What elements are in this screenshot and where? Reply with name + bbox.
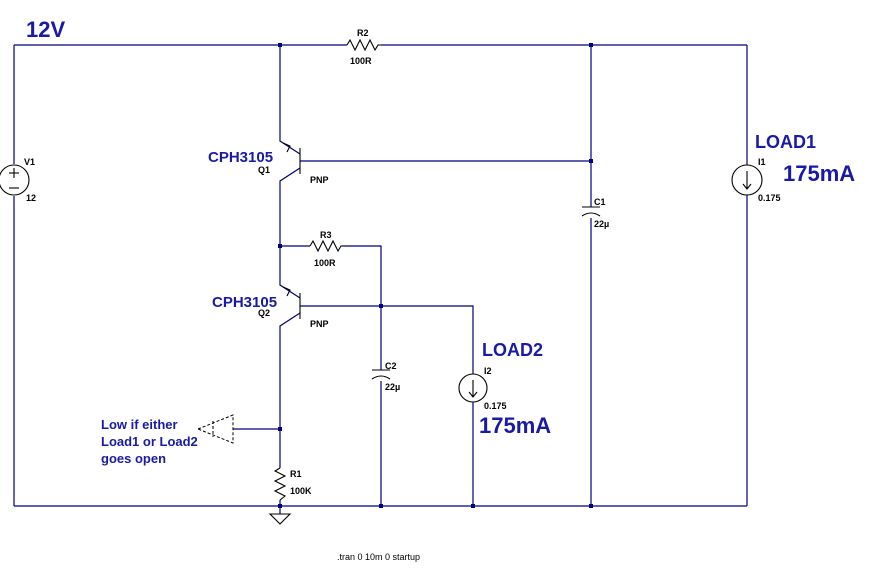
note-line-2: Load1 or Load2	[101, 434, 198, 449]
q2-part: CPH3105	[212, 294, 277, 311]
transistor-q1	[282, 142, 301, 174]
q1-type: PNP	[310, 175, 329, 185]
transistor-q2	[282, 286, 301, 319]
load2-title: LOAD2	[482, 340, 543, 360]
current-source-i1	[731, 164, 763, 196]
wires	[13, 44, 748, 514]
q2-name: Q2	[258, 308, 270, 318]
r3-name: R3	[320, 230, 332, 240]
i1-value: 0.175	[758, 193, 781, 203]
ground-symbol	[268, 513, 292, 525]
current-source-i2	[458, 373, 488, 403]
resistor-r1	[273, 467, 287, 501]
r3-value: 100R	[314, 258, 336, 268]
r2-name: R2	[357, 28, 369, 38]
capacitor-c1	[581, 206, 601, 217]
supply-label: 12V	[26, 17, 65, 42]
junction-dots	[278, 43, 593, 508]
c1-name: C1	[594, 197, 606, 207]
load1-title: LOAD1	[755, 132, 816, 152]
resistor-r2	[346, 38, 381, 52]
v1-value: 12	[26, 193, 36, 203]
load2-current: 175mA	[479, 413, 551, 438]
v1-name: V1	[24, 157, 35, 167]
note-line-1: Low if either	[101, 417, 178, 432]
voltage-source-v1	[0, 164, 30, 196]
note-line-3: goes open	[101, 451, 166, 466]
i2-name: I2	[484, 366, 492, 376]
q2-type: PNP	[310, 319, 329, 329]
i2-value: 0.175	[484, 401, 507, 411]
load1-current: 175mA	[783, 161, 855, 186]
spice-directive: .tran 0 10m 0 startup	[337, 552, 420, 562]
i1-name: I1	[758, 157, 766, 167]
capacitor-c2	[371, 369, 391, 380]
r1-name: R1	[290, 469, 302, 479]
c2-value: 22µ	[385, 382, 400, 392]
q1-name: Q1	[258, 165, 270, 175]
c1-value: 22µ	[594, 219, 609, 229]
c2-name: C2	[385, 361, 397, 371]
q1-part: CPH3105	[208, 149, 273, 166]
resistor-r3	[309, 239, 342, 253]
net-probe-icon	[196, 414, 234, 444]
r2-value: 100R	[350, 56, 372, 66]
r1-value: 100K	[290, 486, 312, 496]
